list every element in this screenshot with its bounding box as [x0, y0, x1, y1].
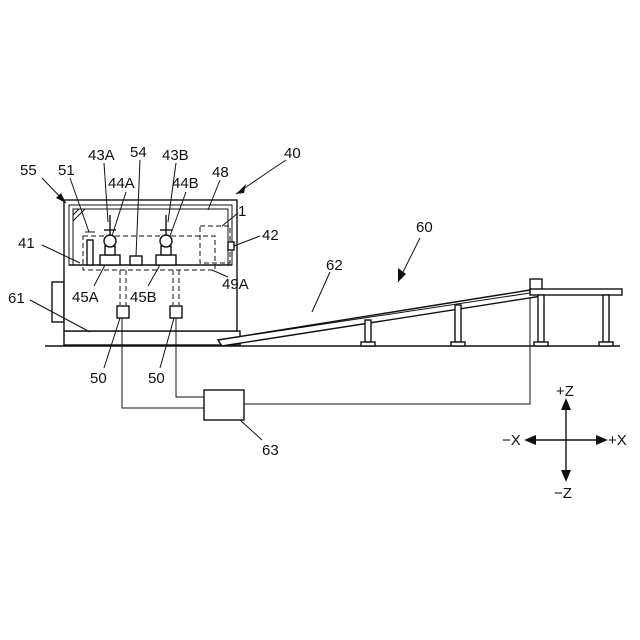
label-51: 51: [58, 162, 75, 179]
label-44A: 44A: [108, 175, 135, 192]
label-48: 48: [212, 164, 229, 181]
label-63: 63: [262, 442, 279, 459]
holder-45B-base: [156, 255, 176, 265]
support-2: [455, 305, 461, 342]
label-50-right: 50: [148, 370, 165, 387]
axis-label-plus-x: +X: [608, 432, 627, 449]
conveyor-top: [530, 289, 622, 295]
label-62: 62: [326, 257, 343, 274]
support-1: [365, 320, 371, 342]
label-45B: 45B: [130, 289, 157, 306]
label-61: 61: [8, 290, 25, 307]
detector-50-left: [117, 306, 129, 318]
support-4-foot: [599, 342, 613, 346]
axis-x-right-head: [596, 435, 608, 445]
base-plate: [64, 331, 240, 345]
axis-label-minus-x: −X: [502, 432, 521, 449]
clamp-51: [87, 240, 93, 265]
wire-to-ramp: [244, 293, 530, 404]
arrow-60-head: [398, 268, 406, 282]
label-43A: 43A: [88, 147, 115, 164]
label-42: 42: [262, 227, 279, 244]
axis-x-left-head: [524, 435, 536, 445]
axis-label-minus-z: −Z: [554, 485, 572, 502]
sensor-42: [228, 242, 234, 250]
holder-45A-base: [100, 255, 120, 265]
support-2-foot: [451, 342, 465, 346]
leader-62: [312, 272, 330, 312]
label-1: 1: [238, 203, 246, 220]
label-44B: 44B: [172, 175, 199, 192]
arrow-40-head: [236, 184, 246, 194]
support-3: [538, 295, 544, 342]
workpiece-54: [130, 256, 142, 265]
label-50-left: 50: [90, 370, 107, 387]
axis-label-plus-z: +Z: [556, 383, 574, 400]
roller-44A: [104, 235, 116, 247]
support-4: [603, 295, 609, 342]
roller-44B: [160, 235, 172, 247]
controller-63: [204, 390, 244, 420]
label-40: 40: [284, 145, 301, 162]
ramp-inner-line: [218, 293, 530, 340]
support-1-foot: [361, 342, 375, 346]
leader-63: [240, 420, 262, 440]
label-55: 55: [20, 162, 37, 179]
label-43B: 43B: [162, 147, 189, 164]
label-45A: 45A: [72, 289, 99, 306]
side-bracket: [52, 282, 64, 322]
detector-50-right: [170, 306, 182, 318]
leader-42: [234, 236, 260, 246]
label-41: 41: [18, 235, 35, 252]
support-3-foot: [534, 342, 548, 346]
label-54: 54: [130, 144, 147, 161]
label-60: 60: [416, 219, 433, 236]
axis-z-down-head: [561, 470, 571, 482]
label-49A: 49A: [222, 276, 249, 293]
